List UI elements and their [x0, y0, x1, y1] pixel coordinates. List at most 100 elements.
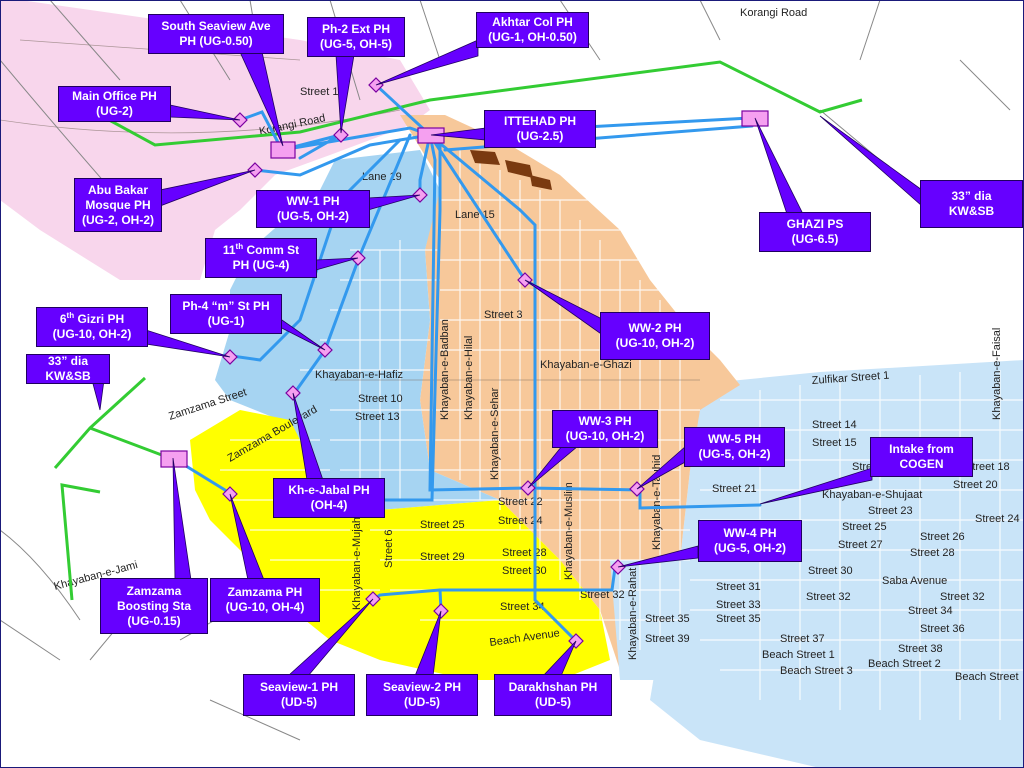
callout-south-seaview-ave-ph: South Seaview Ave PH (UG-0.50) [148, 14, 284, 54]
map-label-street-3: Street 3 [484, 309, 523, 321]
map-label-khayaban-e-ghazi: Khayaban-e-Ghazi [540, 359, 632, 371]
callout-line: Akhtar Col PH [492, 15, 573, 29]
callout-line: (OH-4) [310, 498, 348, 512]
map-label-khayaban-e-mujahid: Khayaban-e-Mujahid [351, 508, 363, 610]
callout-33-dia-kwsb-right: 33” dia KW&SB [920, 180, 1023, 228]
callout-line: Boosting Sta [117, 598, 191, 613]
callout-intake-from-cogen: Intake from COGEN [870, 437, 973, 477]
map-label-street-30b: Street 30 [808, 565, 853, 577]
callout-line: Ph-4 “m” St PH [182, 299, 270, 313]
station-ph2-ext[interactable] [333, 127, 349, 143]
callout-line: (UD-5) [404, 695, 440, 709]
callout-line: Mosque PH [85, 197, 151, 212]
callout-line: (UG-5, OH-2) [698, 447, 771, 461]
map-label-khayaban-e-muslim: Khayaban-e-Muslim [563, 482, 575, 580]
map-label-khayaban-e-rahat: Khayaban-e-Rahat [627, 568, 639, 660]
map-label-street-12: Street 12 [300, 86, 345, 98]
callout-zamzama-ph: Zamzama PH (UG-10, OH-4) [210, 578, 320, 622]
callout-line: (UG-1) [207, 314, 245, 328]
callout-line: (UG-10, OH-2) [615, 336, 695, 350]
callout-line: ITTEHAD PH [504, 114, 576, 128]
map-label-street-32b: Street 32 [806, 591, 851, 603]
map-label-street-39: Street 39 [645, 633, 690, 645]
callout-ordinal-suffix: th [235, 242, 244, 251]
callout-line: (UG-0.15) [127, 613, 181, 628]
map-label-street-22: Street 22 [498, 496, 543, 508]
map-label-street-32c: Street 32 [940, 591, 985, 603]
map-label-street-25b: Street 25 [842, 521, 887, 533]
callout-line: Seaview-1 PH [259, 680, 339, 694]
zone-orange [400, 115, 740, 670]
callout-line: (UD-5) [535, 695, 571, 709]
map-label-street-27: Street 27 [838, 539, 883, 551]
map-label-street-34b: Street 34 [908, 605, 953, 617]
callout-line: (UG-10, OH-2) [565, 429, 645, 443]
map-label-street-32: Street 32 [580, 589, 625, 601]
callout-line: WW-5 PH [707, 432, 762, 446]
callout-ordinal-suffix: th [66, 311, 75, 320]
callout-line: PH (UG-0.50) [179, 34, 253, 48]
map-label-street-34: Street 34 [500, 601, 545, 613]
callout-ordinal-rest: Comm St [243, 243, 300, 257]
callout-line: COGEN [899, 457, 944, 471]
callout-main-office-ph: Main Office PH (UG-2) [58, 86, 171, 122]
map-label-khayaban-e-hilal: Khayaban-e-Hilal [463, 336, 475, 420]
map-label-street-36: Street 36 [920, 623, 965, 635]
map-label-street-14: Street 14 [812, 419, 857, 431]
callout-line: WW-3 PH [578, 414, 632, 428]
map-label-street-26: Street 26 [920, 531, 965, 543]
green-line-north [99, 60, 863, 147]
map-label-street-24b: Street 24 [975, 513, 1020, 525]
map-label-street-30: Street 30 [502, 565, 547, 577]
map-label-street-21: Street 21 [712, 483, 757, 495]
map-label-street-13: Street 13 [355, 411, 400, 423]
map-label-street-15: Street 15 [812, 437, 857, 449]
callout-ww5-ph: WW-5 PH (UG-5, OH-2) [684, 427, 785, 467]
callout-ordinal-number: 11 [222, 243, 236, 257]
map-label-street-28: Street 28 [502, 547, 547, 559]
map-label-street-28b: Street 28 [910, 547, 955, 559]
map-label-street-23: Street 23 [868, 505, 913, 517]
callout-line: Main Office PH [72, 89, 157, 103]
callout-line: Ph-2 Ext PH [321, 22, 390, 36]
callout-ww3-ph: WW-3 PH (UG-10, OH-2) [552, 410, 658, 448]
map-label-street-24: Street 24 [498, 515, 543, 527]
callout-line: WW-4 PH [723, 526, 777, 540]
callout-6th-gizri-ph: 6th Gizri PH (UG-10, OH-2) [36, 307, 148, 347]
station-markers [160, 77, 769, 649]
callout-ghazi-ps: GHAZI PS (UG-6.5) [759, 212, 871, 252]
brown-buildings [470, 150, 552, 190]
callout-line: South Seaview Ave [161, 19, 271, 33]
callout-pointers [91, 39, 923, 677]
callout-line: (UD-5) [281, 695, 317, 709]
callout-line: 33” dia [951, 189, 992, 203]
callout-line: Darakhshan PH [508, 680, 598, 694]
callout-line: Zamzama [126, 583, 182, 598]
callout-line: Seaview-2 PH [382, 680, 462, 694]
callout-kh-e-jabal-ph: Kh-e-Jabal PH (OH-4) [273, 478, 385, 518]
callout-line: 33” dia [47, 354, 89, 368]
callout-darakhshan-ph: Darakhshan PH (UD-5) [494, 674, 612, 716]
map-label-street-38: Street 38 [898, 643, 943, 655]
map-label-saba-avenue: Saba Avenue [882, 575, 947, 587]
map-label-khayaban-e-sehar: Khayaban-e-Sehar [489, 387, 501, 480]
callout-akhtar-col-ph: Akhtar Col PH (UG-1, OH-0.50) [476, 12, 589, 48]
callout-11th-comm-st-ph: 11th Comm St PH (UG-4) [205, 238, 317, 278]
callout-33-dia-kwsb-left: 33” dia KW&SB [26, 354, 110, 384]
map-label-street-37: Street 37 [780, 633, 825, 645]
map-label-beach-street-3: Beach Street 3 [780, 665, 853, 677]
map-label-street-6: Street 6 [383, 529, 395, 568]
callout-ph4-m-st-ph: Ph-4 “m” St PH (UG-1) [170, 294, 282, 334]
callout-line: (UG-2) [96, 104, 133, 118]
callout-line: (UG-5, OH-2) [277, 209, 349, 223]
callout-line: 6th Gizri PH [60, 312, 124, 327]
callout-line: WW-2 PH [628, 321, 682, 335]
map-label-lane-15: Lane 15 [455, 209, 495, 221]
map-label-street-25: Street 25 [420, 519, 465, 531]
map-label-street-35: Street 35 [645, 613, 690, 625]
map-label-street-31: Street 31 [716, 581, 761, 593]
callout-line: (UG-10, OH-2) [52, 327, 132, 341]
callout-line: WW-1 PH [286, 194, 340, 208]
callout-ww2-ph: WW-2 PH (UG-10, OH-2) [600, 312, 710, 360]
station-south-seaview[interactable] [270, 141, 296, 159]
